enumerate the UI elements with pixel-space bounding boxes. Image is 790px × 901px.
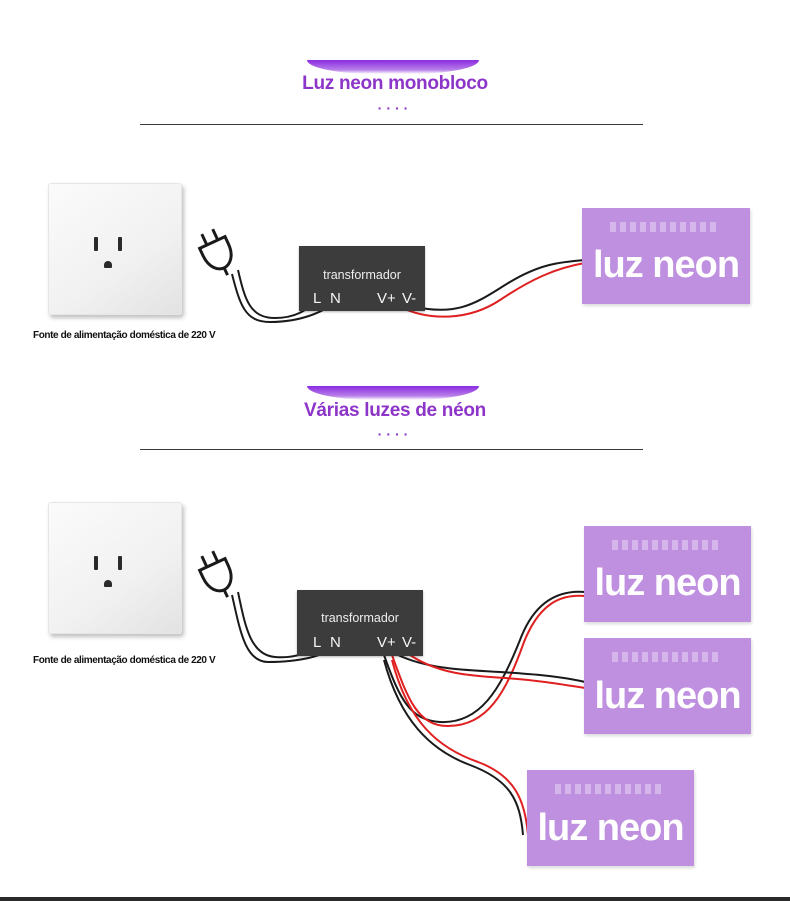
output-wire-red-2a	[391, 594, 586, 728]
section-2-title: Várias luzes de néon	[304, 400, 486, 421]
outlet-caption: Fonte de alimentação doméstica de 220 V	[33, 655, 216, 666]
section-1-title: Luz neon monobloco	[302, 73, 488, 94]
neon-light-label: luz neon	[592, 244, 740, 286]
outlet-face	[88, 221, 142, 277]
output-wire-black-1	[411, 259, 586, 311]
terminal-l: L	[313, 290, 322, 307]
output-wire-red-2b	[409, 654, 586, 689]
transformer-box: transformador L N V+ V-	[297, 590, 423, 656]
output-wire-red-1	[397, 262, 586, 318]
section-2-divider	[140, 449, 643, 450]
output-wire-red-2c	[391, 659, 529, 836]
transformer-label: transformador	[321, 611, 399, 625]
neon-light-label: luz neon	[537, 807, 684, 849]
output-wire-black-2a	[383, 590, 586, 724]
section-1-dots: ····	[377, 100, 413, 116]
neon-light-panel: luz neon	[582, 208, 750, 304]
terminal-v-plus: V+	[377, 290, 396, 307]
section-2-banner	[307, 386, 479, 426]
bottom-border	[0, 897, 790, 901]
banner-paint-drip	[307, 60, 479, 74]
transformer-box: transformador L N V+ V-	[299, 246, 425, 311]
section-2-dots: ····	[377, 426, 413, 442]
power-plug-icon	[197, 228, 233, 276]
terminal-n: N	[330, 634, 341, 651]
power-plug-icon	[197, 550, 233, 598]
transformer-label: transformador	[323, 268, 401, 282]
wall-outlet-icon	[48, 183, 182, 315]
terminal-v-plus: V+	[377, 634, 396, 651]
terminal-l: L	[313, 634, 322, 651]
output-wire-black-2c	[383, 659, 524, 836]
outlet-caption: Fonte de alimentação doméstica de 220 V	[33, 330, 216, 341]
wall-outlet-icon	[48, 502, 182, 634]
terminal-v-minus: V-	[402, 290, 417, 307]
neon-light-panel: luz neon	[584, 526, 751, 622]
outlet-face	[88, 540, 142, 596]
section-1-divider	[140, 124, 643, 125]
terminal-v-minus: V-	[402, 634, 417, 651]
terminal-n: N	[330, 290, 341, 307]
neon-light-label: luz neon	[594, 562, 741, 604]
section-1-banner	[307, 60, 479, 100]
neon-light-panel: luz neon	[584, 638, 751, 734]
neon-light-panel: luz neon	[527, 770, 694, 866]
neon-light-label: luz neon	[594, 675, 741, 717]
banner-paint-drip	[307, 386, 479, 400]
